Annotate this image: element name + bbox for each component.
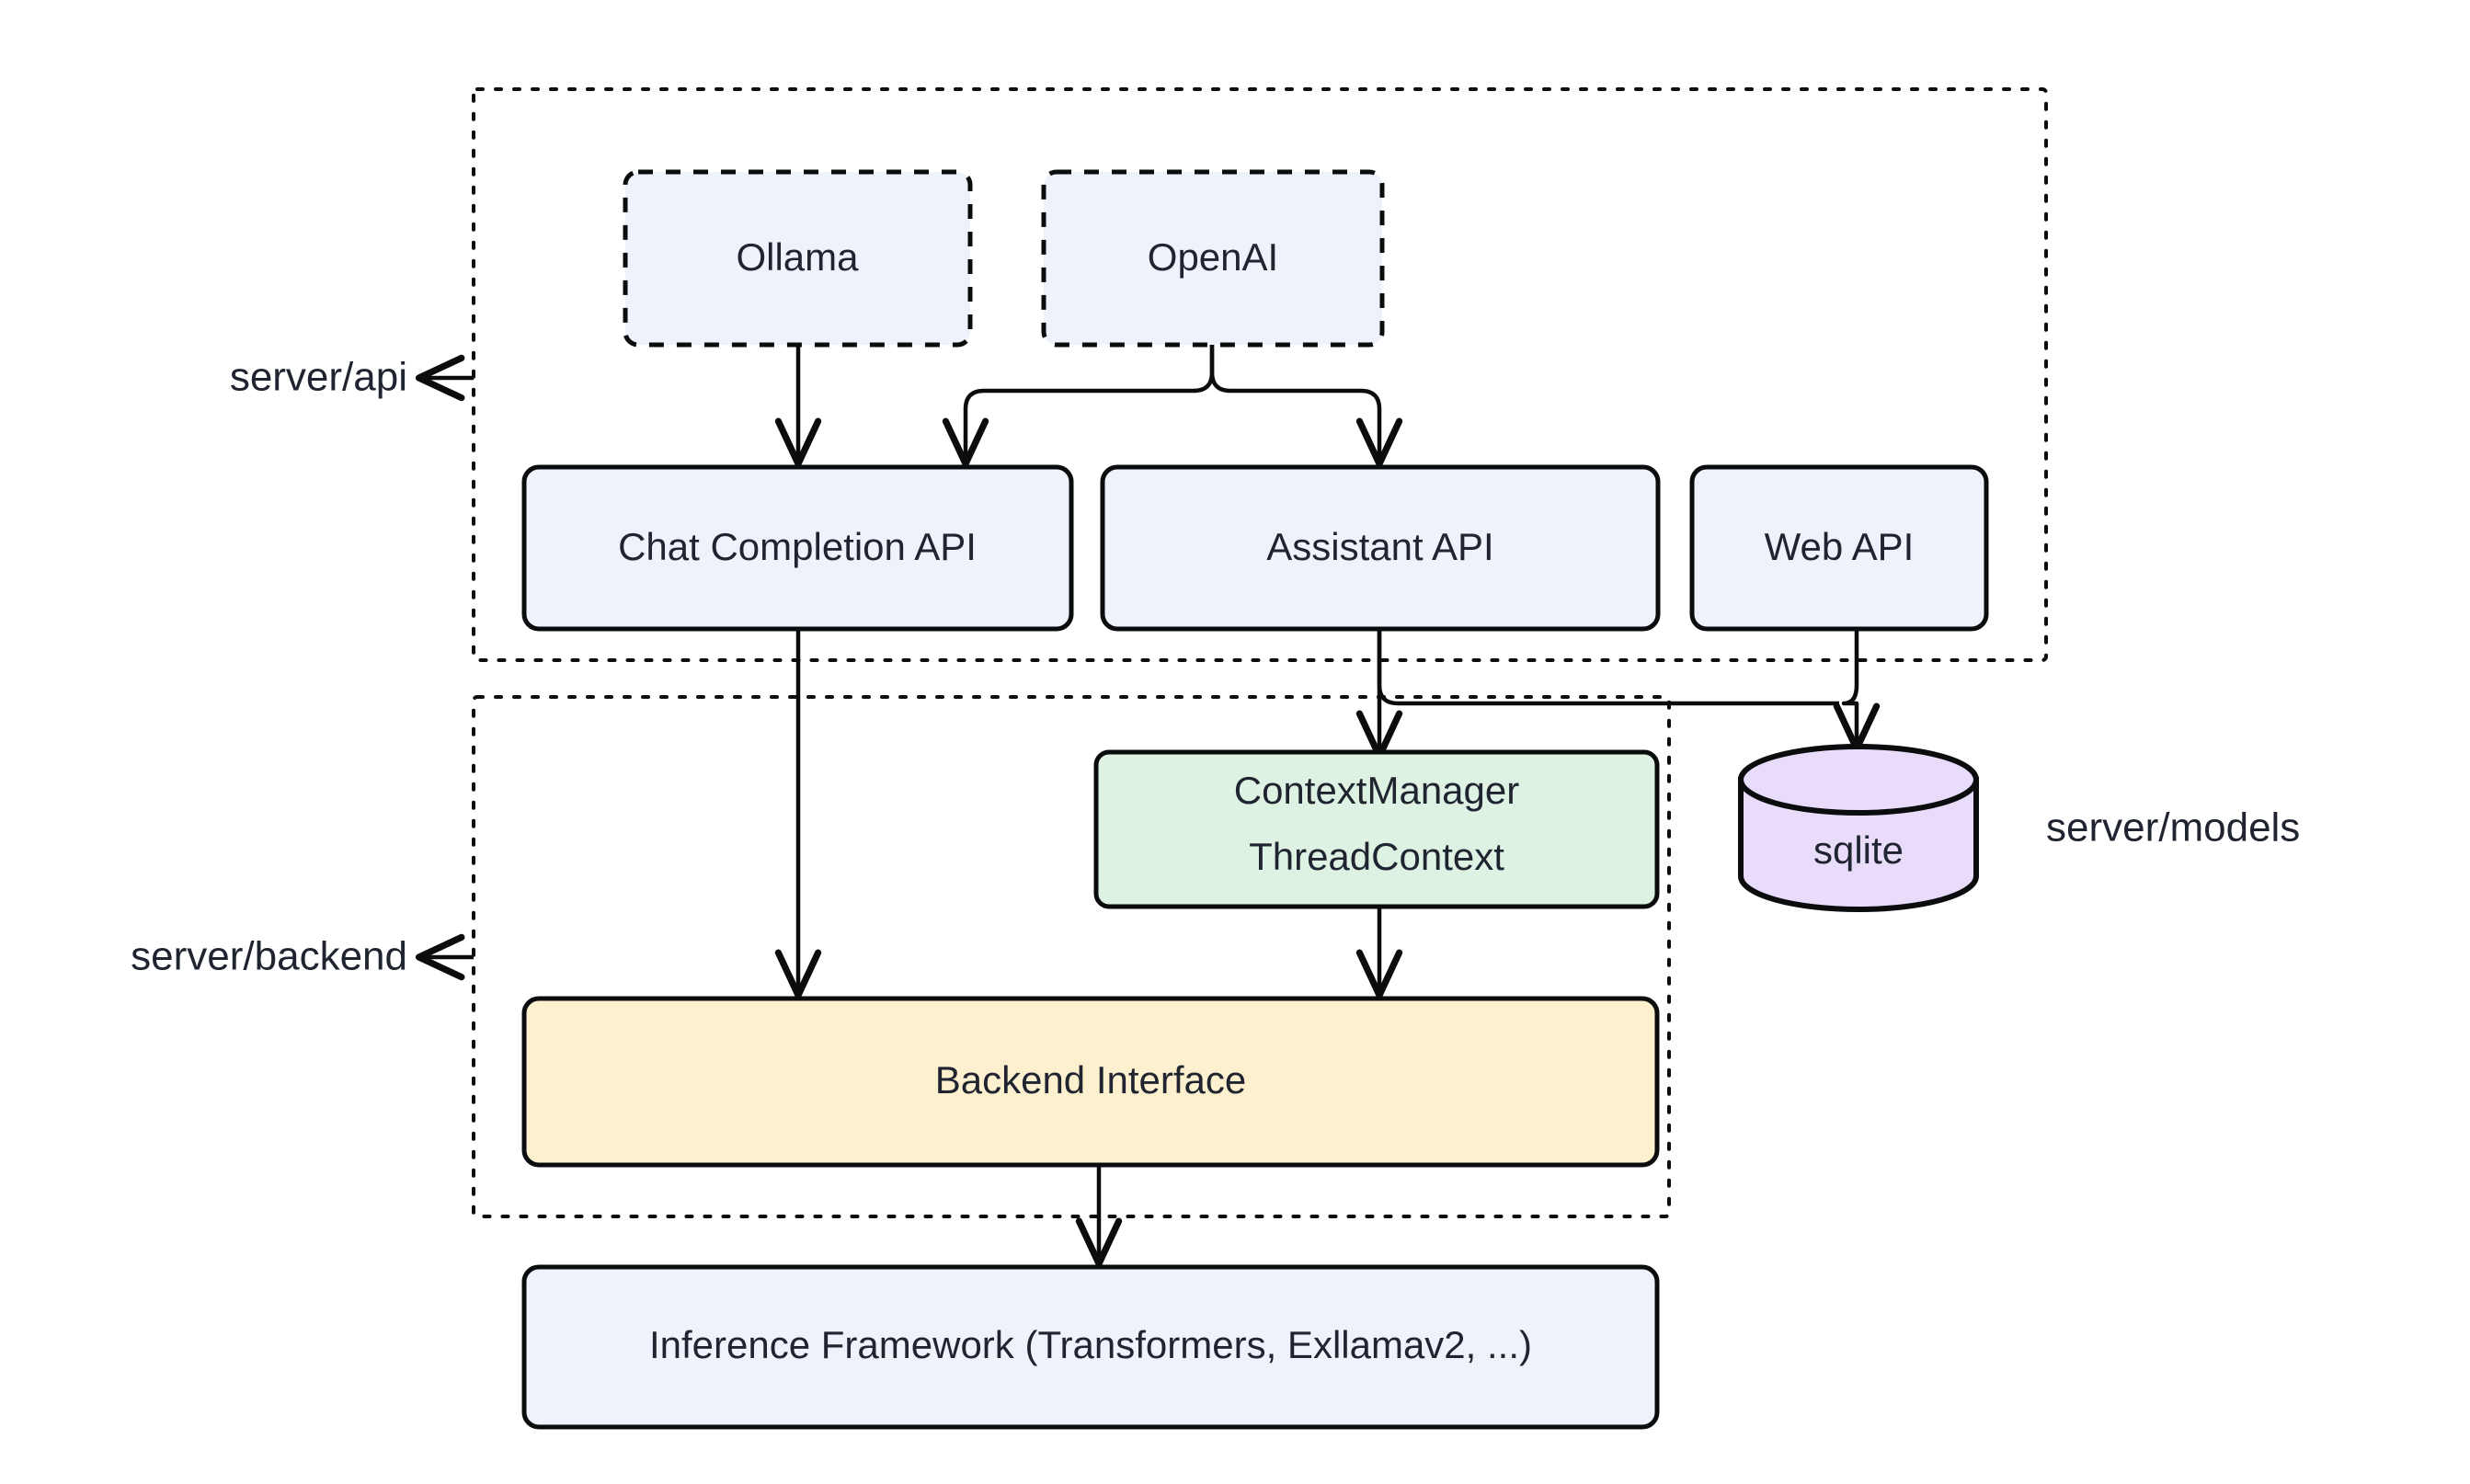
node-label-sqlite: sqlite: [1813, 828, 1904, 872]
group-label-server-backend: server/backend: [131, 934, 407, 979]
group-label-server-api: server/api: [230, 355, 407, 400]
node-label-web-api: Web API: [1765, 525, 1915, 568]
node-label-assistant-api: Assistant API: [1266, 525, 1493, 568]
node-web-api[interactable]: Web API: [1689, 464, 1989, 632]
node-context-manager[interactable]: ContextManager ThreadContext: [1093, 749, 1660, 909]
node-assistant-api[interactable]: Assistant API: [1100, 464, 1661, 632]
node-label-context-manager-line2: ThreadContext: [1249, 835, 1504, 878]
group-box-server-api: [472, 87, 2048, 662]
node-label-chat-completion-api: Chat Completion API: [618, 525, 977, 568]
node-label-backend-interface: Backend Interface: [935, 1058, 1247, 1102]
group-box-server-backend: [472, 695, 1671, 1218]
node-label-inference-framework: Inference Framework (Transformers, Exlla…: [649, 1323, 1532, 1366]
node-openai[interactable]: OpenAI: [1041, 169, 1385, 348]
node-backend-interface[interactable]: Backend Interface: [521, 996, 1660, 1168]
node-ollama[interactable]: Ollama: [623, 169, 973, 348]
edge-web-api-to-sqlite: [1833, 629, 1881, 753]
node-sqlite[interactable]: sqlite: [1738, 744, 1979, 912]
node-label-ollama: Ollama: [736, 235, 859, 279]
edge-openai-to-chat-completion-api: [942, 345, 1215, 468]
edge-openai-to-assistant-api: [1209, 345, 1403, 468]
group-label-server-models: server/models: [2046, 805, 2300, 850]
node-label-context-manager-line1: ContextManager: [1234, 769, 1520, 812]
edge-assistant-api-to-sqlite: [1377, 629, 1839, 706]
sqlite-cylinder-body: [1738, 777, 1979, 912]
node-chat-completion-api[interactable]: Chat Completion API: [521, 464, 1074, 632]
sqlite-cylinder-top: [1738, 744, 1979, 816]
node-inference-framework[interactable]: Inference Framework (Transformers, Exlla…: [521, 1264, 1660, 1430]
node-label-openai: OpenAI: [1148, 235, 1278, 279]
